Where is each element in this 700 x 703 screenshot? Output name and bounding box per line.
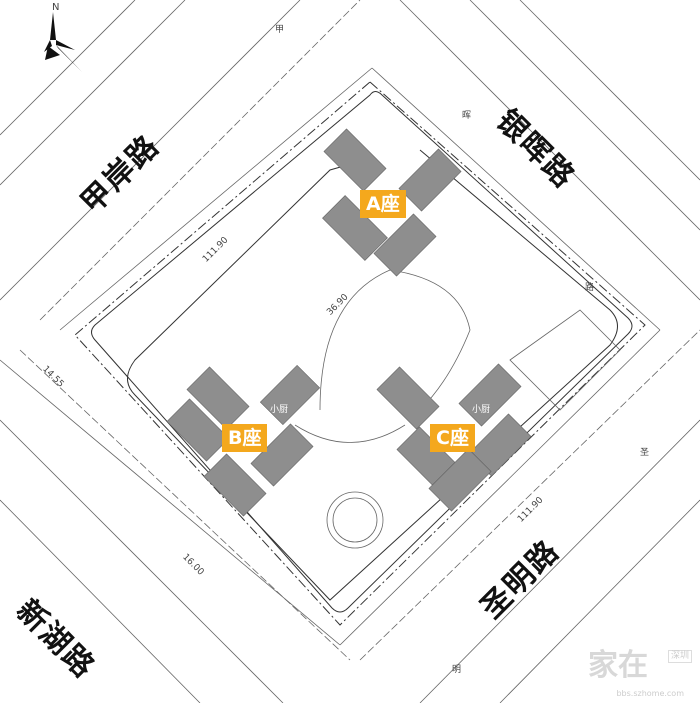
watermark-url: bbs.szhome.com	[616, 689, 684, 698]
block-b5	[203, 453, 267, 517]
tower-label-b: B座	[222, 424, 268, 452]
tower-label-a: A座	[360, 190, 406, 218]
small-kitchen-label-b: 小厨	[270, 405, 289, 415]
block-a4	[373, 213, 437, 277]
block-c5	[428, 448, 492, 512]
watermark-box: 深圳	[667, 650, 692, 663]
small-kitchen-label-c: 小厨	[472, 405, 491, 415]
block-a1	[323, 128, 387, 192]
building-blocks	[166, 128, 532, 517]
north-label: N	[52, 2, 60, 13]
block-b1	[186, 366, 250, 430]
block-a2	[398, 148, 462, 212]
road-char-lu: 路	[585, 283, 595, 293]
plaza	[294, 269, 621, 549]
tower-label-c: C座	[430, 424, 475, 452]
block-c1	[376, 366, 440, 430]
block-b3	[166, 398, 230, 462]
road-char-hui: 晖	[462, 111, 472, 121]
block-b2	[259, 364, 321, 426]
road-char-jia: 甲	[275, 25, 285, 35]
watermark: 家在	[588, 648, 648, 683]
block-b4	[250, 423, 314, 487]
block-c2	[458, 363, 522, 427]
north-arrow-icon	[44, 12, 82, 72]
road-char-ming: 明	[452, 665, 462, 675]
road-char-sheng: 圣	[640, 448, 650, 458]
